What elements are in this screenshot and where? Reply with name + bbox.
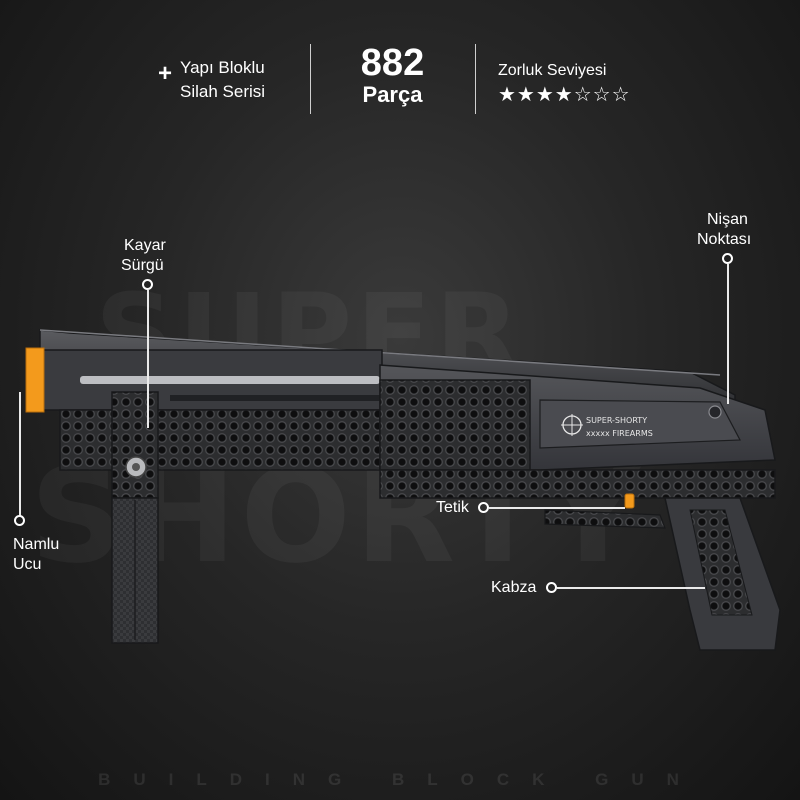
receiver-holes [379,379,531,471]
callout-grip-label: Kabza [491,579,537,596]
callout-slide-line2: Sürgü [121,257,164,274]
callout-muzzle-line1: Namlu [13,536,60,553]
plate-line1: SUPER-SHORTY [586,416,647,425]
lower-beam [59,409,381,471]
callout-sight-line2: Noktası [697,231,752,248]
callout-muzzle-line [19,392,21,516]
callout-sight-line1: Nişan [707,211,748,228]
series-block: + Yapı Bloklu Silah Serisi [158,44,288,116]
plate-line2: xxxxx FIREARMS [586,429,653,438]
trigger-guard [544,509,666,529]
callout-trigger-line [489,507,625,509]
callout-grip-dot [546,582,557,593]
piece-count: 882 [360,42,425,84]
header-divider [310,44,311,114]
callout-trigger-dot [478,502,489,513]
barrel-slot [170,395,380,401]
receiver-plate [539,399,741,449]
callout-muzzle-line2: Ucu [13,556,42,573]
bottom-rail [379,469,776,499]
callout-sight-dot [722,253,733,264]
crosshair-icon [561,414,583,436]
callout-sight-line [727,264,729,404]
footer-watermark: BUILDING BLOCK GUN [98,770,702,789]
callout-trigger-label: Tetik [436,499,469,516]
callout-muzzle-dot [14,515,25,526]
series-title-line1: Yapı Bloklu [180,58,265,77]
trigger [624,493,635,509]
muzzle-orange [25,347,45,413]
piece-count-label: Parça [362,82,423,107]
series-title-line2: Silah Serisi [180,82,266,101]
difficulty-stars: ★★★★☆☆☆ [498,82,631,106]
callout-grip-line [557,587,705,589]
callout-slide-dot [142,279,153,290]
header-divider [475,44,476,114]
difficulty-label: Zorluk Seviyesi [498,62,607,79]
forward-beam [111,391,159,499]
barrel-highlight [80,376,380,384]
rear-sight [708,405,722,419]
callout-slide-line1: Kayar [124,237,166,254]
plus-icon: + [158,60,173,87]
callout-slide-line [147,290,149,428]
